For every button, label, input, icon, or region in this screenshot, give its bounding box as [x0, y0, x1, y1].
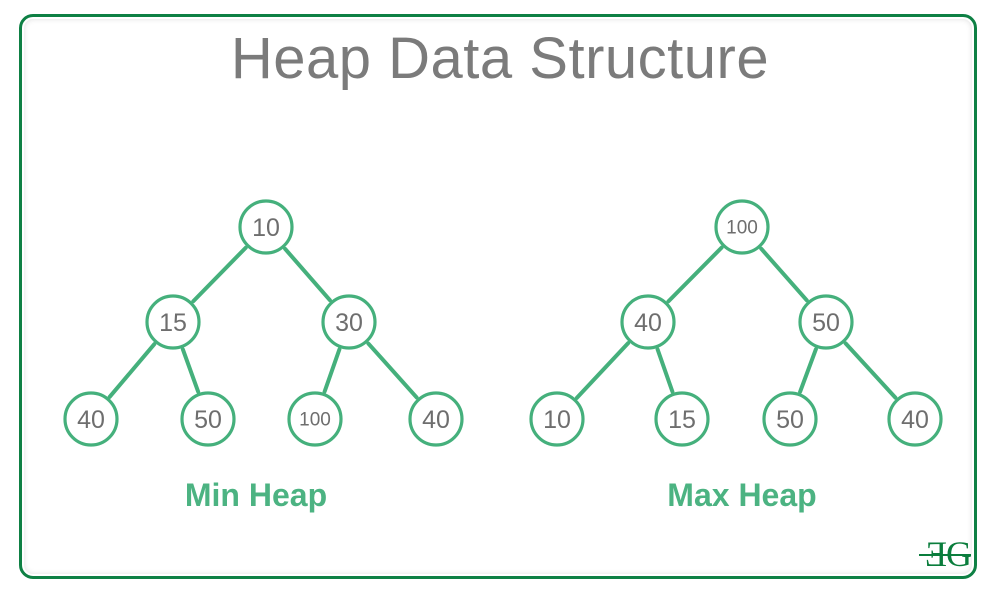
- tree-node[interactable]: 40: [620, 294, 676, 350]
- tree-edge: [759, 246, 809, 303]
- tree-node[interactable]: 15: [145, 294, 201, 350]
- tree-node-circle: [620, 294, 676, 350]
- tree-node[interactable]: 50: [798, 294, 854, 350]
- tree-node[interactable]: 40: [887, 391, 943, 447]
- tree-edge: [366, 341, 419, 400]
- tree-edges-layer: [107, 245, 898, 400]
- tree-node-value: 40: [422, 406, 450, 434]
- tree-node[interactable]: 10: [238, 199, 294, 255]
- tree-node-value: 10: [543, 406, 571, 434]
- tree-node-circle: [798, 294, 854, 350]
- tree-node[interactable]: 50: [762, 391, 818, 447]
- tree-edge: [574, 341, 631, 400]
- tree-node-value: 50: [194, 406, 222, 434]
- tree-node[interactable]: 40: [408, 391, 464, 447]
- logo-strikethrough: [919, 554, 971, 556]
- tree-nodes-layer: 10 15 30 40 50 100 40 100 40 50 10 15 50 40: [63, 199, 943, 447]
- max-heap-caption: Max Heap: [667, 477, 817, 513]
- tree-edge: [322, 347, 342, 394]
- tree-node-circle: [63, 391, 119, 447]
- tree-node-circle: [238, 199, 294, 255]
- tree-node-value: 15: [668, 406, 696, 434]
- tree-edge: [798, 347, 818, 394]
- tree-node-value: 40: [634, 309, 662, 337]
- tree-edge: [107, 342, 157, 399]
- tree-node-circle: [145, 294, 201, 350]
- tree-node-circle: [714, 199, 770, 255]
- geeksforgeeks-logo: ƎG: [918, 534, 978, 574]
- min-heap-caption: Min Heap: [184, 477, 328, 513]
- tree-node-value: 100: [299, 410, 331, 431]
- tree-node[interactable]: 100: [714, 199, 770, 255]
- tree-node-value: 50: [776, 406, 804, 434]
- tree-node-value: 40: [901, 406, 929, 434]
- tree-edge: [283, 246, 332, 303]
- tree-node[interactable]: 100: [287, 391, 343, 447]
- tree-node-circle: [180, 391, 236, 447]
- tree-node-circle: [887, 391, 943, 447]
- tree-edge: [666, 245, 724, 304]
- tree-node[interactable]: 50: [180, 391, 236, 447]
- tree-node-value: 40: [77, 406, 105, 434]
- tree-node-circle: [287, 391, 343, 447]
- tree-node-circle: [408, 391, 464, 447]
- tree-node-value: 30: [335, 309, 363, 337]
- tree-edge: [191, 245, 248, 304]
- tree-node-value: 10: [252, 214, 280, 242]
- tree-node-circle: [321, 294, 377, 350]
- tree-node[interactable]: 30: [321, 294, 377, 350]
- tree-node-circle: [762, 391, 818, 447]
- tree-edge: [843, 341, 898, 400]
- tree-node-value: 50: [812, 309, 840, 337]
- tree-node-value: 100: [726, 218, 758, 239]
- page-title: Heap Data Structure: [230, 26, 770, 91]
- tree-node[interactable]: 40: [63, 391, 119, 447]
- tree-edge: [180, 347, 201, 394]
- tree-edge: [655, 347, 675, 394]
- tree-node[interactable]: 10: [529, 391, 585, 447]
- tree-node-circle: [529, 391, 585, 447]
- tree-node-circle: [654, 391, 710, 447]
- tree-node-value: 15: [159, 309, 187, 337]
- tree-node[interactable]: 15: [654, 391, 710, 447]
